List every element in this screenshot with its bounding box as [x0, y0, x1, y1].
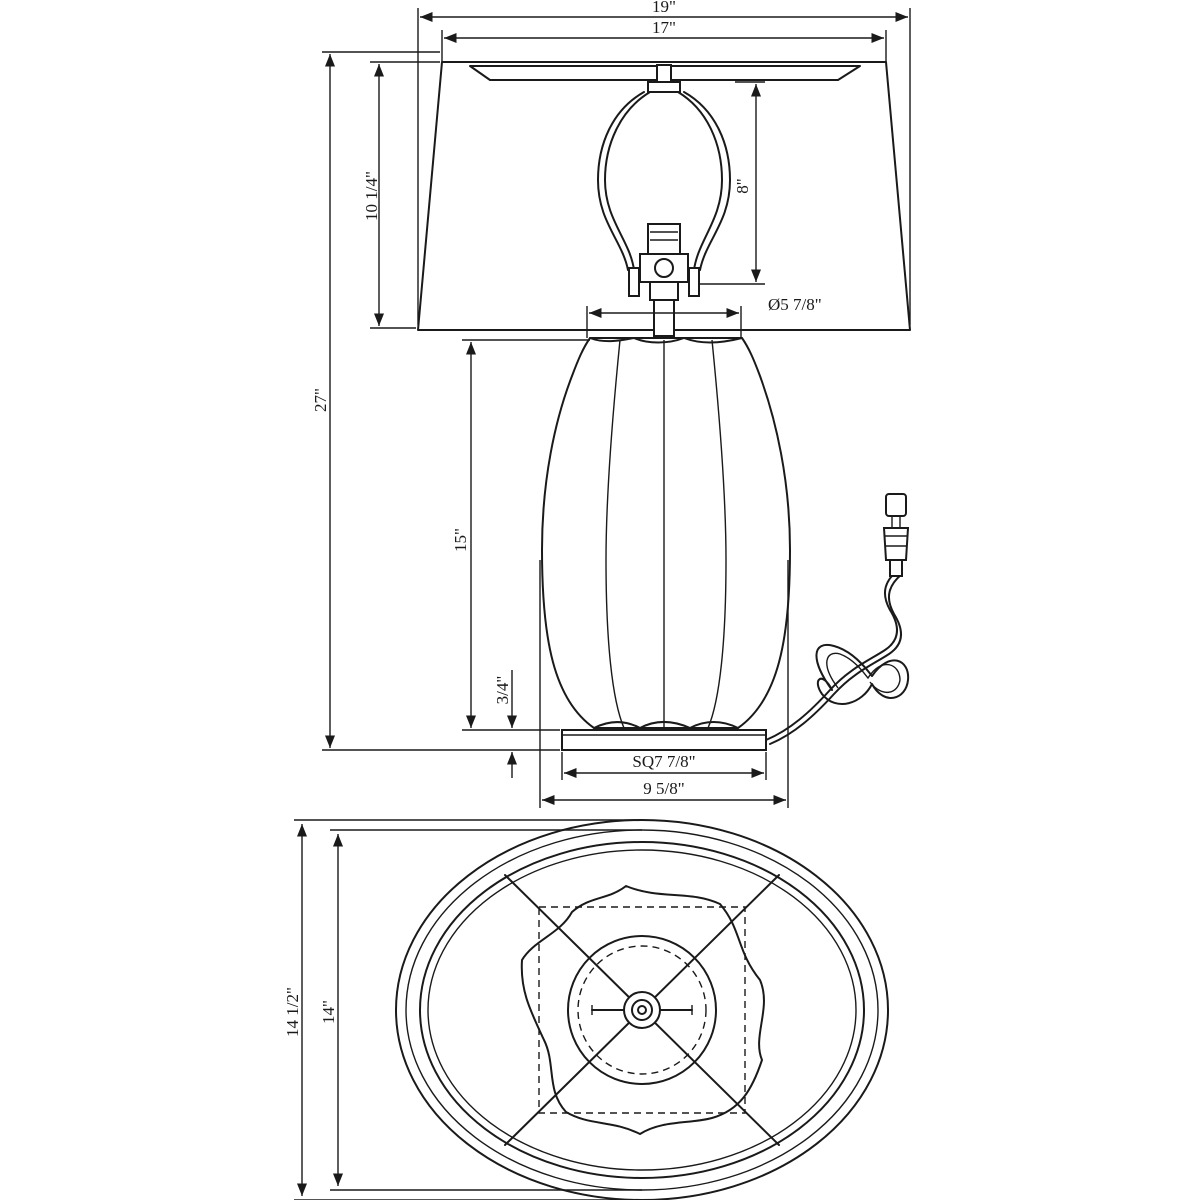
- lamp-body: [541, 337, 791, 729]
- dim-label-10-1-4: 10 1/4": [362, 171, 381, 221]
- dim-shade-height: 10 1/4": [362, 61, 440, 329]
- dim-label-14: 14": [319, 1000, 338, 1024]
- dim-label-3-4: 3/4": [493, 676, 512, 705]
- dim-neck-diameter: Ø5 7/8": [586, 295, 822, 338]
- dim-body-height: 15": [451, 339, 590, 731]
- dim-shade-top-width: 17": [441, 18, 887, 62]
- dim-overall-height: 27": [311, 51, 560, 751]
- dim-label-15: 15": [451, 528, 470, 552]
- dim-base-height: 3/4": [493, 670, 518, 778]
- lamp-base: [561, 729, 767, 751]
- plan-view: [395, 819, 889, 1200]
- plug-icon: [882, 493, 910, 577]
- dim-shade-depth-outer: 14 1/2": [283, 819, 642, 1200]
- dim-label-sq: SQ7 7/8": [632, 752, 695, 771]
- power-cord: [765, 569, 910, 745]
- dim-label-9-5-8: 9 5/8": [643, 779, 684, 798]
- dim-harp-height: 8": [700, 81, 765, 285]
- dim-label-8: 8": [733, 178, 752, 193]
- lamp-shade: [417, 61, 911, 331]
- dim-shade-bottom-width: 19": [417, 0, 911, 325]
- dim-label-19: 19": [652, 0, 676, 16]
- harp: [597, 64, 731, 271]
- dim-label-17: 17": [652, 18, 676, 37]
- dim-label-14-1-2: 14 1/2": [283, 987, 302, 1037]
- dim-base-square: SQ7 7/8": [561, 752, 767, 780]
- dim-shade-depth-inner: 14": [319, 829, 642, 1191]
- dim-label-27: 27": [311, 388, 330, 412]
- dim-body-width: 9 5/8": [539, 560, 789, 808]
- socket: [628, 223, 700, 337]
- dim-label-diameter: Ø5 7/8": [768, 295, 822, 314]
